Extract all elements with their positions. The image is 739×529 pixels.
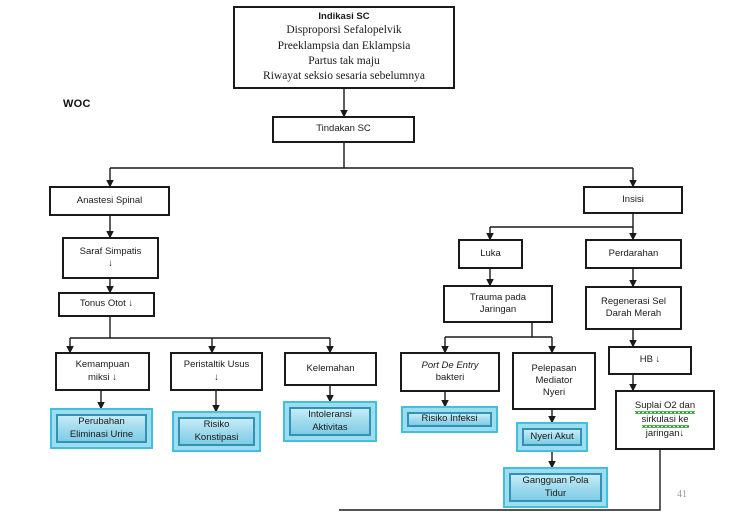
node-inner-frame: Gangguan Pola Tidur: [509, 473, 602, 502]
regenerasi-line-0: Regenerasi Sel: [601, 295, 666, 307]
node-intoleransi-aktivitas[interactable]: Intoleransi Aktivitas: [283, 401, 377, 442]
node-pelepasan-mediator-nyeri[interactable]: Pelepasan Mediator Nyeri: [512, 352, 596, 410]
node-trauma-pada-jaringan[interactable]: Trauma pada Jaringan: [443, 285, 553, 323]
konstipasi-line-1: Konstipasi: [194, 431, 239, 443]
indikasi-line-1: Disproporsi Sefalopelvik: [286, 24, 402, 37]
infeksi-line-0: Risiko Infeksi: [421, 413, 478, 425]
port-line-0: Port De Entry: [421, 359, 479, 371]
node-inner-frame: Risiko Konstipasi: [178, 417, 255, 446]
kemampuan-line-0: Kemampuan: [75, 359, 130, 371]
kemampuan-line-1: miksi ↓: [87, 371, 118, 383]
node-suplai-o2[interactable]: Suplai O2 dan sirkulasi ke jaringan↓: [615, 390, 715, 450]
pelepasan-line-0: Pelepasan: [531, 362, 577, 374]
indikasi-line-3: Partus tak maju: [308, 54, 380, 67]
indikasi-line-4: Riwayat seksio sesaria sebelumnya: [263, 70, 425, 83]
node-perubahan-eliminasi-urine[interactable]: Perubahan Eliminasi Urine: [50, 408, 153, 449]
luka-line-0: Luka: [480, 247, 501, 259]
trauma-line-0: Trauma pada: [469, 291, 527, 303]
anastesi-line-0: Anastesi Spinal: [76, 194, 143, 206]
konstipasi-line-0: Risiko: [203, 419, 230, 431]
intoleransi-line-0: Intoleransi: [308, 409, 352, 421]
node-peristaltik-usus[interactable]: Peristaltik Usus ↓: [170, 352, 263, 391]
node-luka[interactable]: Luka: [458, 239, 523, 269]
node-hb[interactable]: HB ↓: [608, 346, 692, 375]
node-inner-frame: Intoleransi Aktivitas: [289, 407, 371, 436]
node-kelemahan[interactable]: Kelemahan: [284, 352, 377, 386]
node-gangguan-pola-tidur[interactable]: Gangguan Pola Tidur: [503, 467, 608, 508]
pelepasan-line-2: Nyeri: [542, 387, 566, 399]
node-port-de-entry-bakteri[interactable]: Port De Entry bakteri: [400, 352, 500, 392]
indikasi-line-2: Preeklampsia dan Eklampsia: [277, 39, 411, 52]
node-saraf-simpatis[interactable]: Saraf Simpatis ↓: [62, 237, 159, 279]
tonus-line-0: Tonus Otot ↓: [79, 298, 134, 310]
woc-label: WOC: [63, 98, 91, 110]
suplai-line-1: sirkulasi ke: [641, 413, 689, 428]
insisi-line-0: Insisi: [622, 193, 644, 205]
node-perdarahan[interactable]: Perdarahan: [585, 239, 682, 269]
node-tindakan-sc[interactable]: Tindakan SC: [272, 116, 415, 143]
pelepasan-line-1: Mediator: [535, 374, 573, 386]
node-risiko-infeksi[interactable]: Risiko Infeksi: [401, 406, 498, 433]
indikasi-line-0: Indikasi SC: [318, 10, 370, 22]
node-anastesi-spinal[interactable]: Anastesi Spinal: [49, 186, 170, 216]
node-inner-frame: Risiko Infeksi: [407, 412, 492, 427]
intoleransi-line-1: Aktivitas: [312, 421, 348, 433]
suplai-line-0: Suplai O2 dan: [634, 399, 696, 414]
suplai-line-2: jaringan↓: [645, 428, 685, 440]
node-inner-frame: Perubahan Eliminasi Urine: [56, 414, 147, 443]
hb-line-0: HB ↓: [639, 354, 661, 366]
peristaltik-line-1: ↓: [214, 371, 219, 383]
perubahan-line-0: Perubahan: [78, 416, 125, 428]
node-kemampuan-miksi[interactable]: Kemampuan miksi ↓: [55, 352, 150, 391]
saraf-line-0: Saraf Simpatis: [79, 245, 142, 257]
perubahan-line-1: Eliminasi Urine: [69, 428, 134, 440]
node-indikasi-sc[interactable]: Indikasi SC Disproporsi Sefalopelvik Pre…: [233, 6, 455, 89]
saraf-line-1: ↓: [108, 258, 113, 269]
node-risiko-konstipasi[interactable]: Risiko Konstipasi: [172, 411, 261, 452]
nyeri-line-0: Nyeri Akut: [530, 430, 574, 442]
node-tonus-otot[interactable]: Tonus Otot ↓: [58, 292, 155, 317]
kelemahan-line-0: Kelemahan: [306, 362, 355, 374]
page-number: 41: [677, 489, 687, 500]
tindakan-line-0: Tindakan SC: [316, 123, 371, 135]
gangguan-line-1: Tidur: [544, 487, 567, 499]
node-insisi[interactable]: Insisi: [583, 186, 683, 214]
regenerasi-line-1: Darah Merah: [605, 308, 662, 319]
gangguan-line-0: Gangguan Pola: [522, 475, 589, 487]
trauma-line-1: Jaringan: [479, 304, 517, 315]
perdarahan-line-0: Perdarahan: [608, 247, 659, 259]
node-inner-frame: Nyeri Akut: [522, 428, 582, 446]
node-regenerasi-sel-darah-merah[interactable]: Regenerasi Sel Darah Merah: [585, 286, 682, 330]
port-line-1: bakteri: [435, 372, 465, 383]
peristaltik-line-0: Peristaltik Usus: [183, 359, 250, 371]
node-nyeri-akut[interactable]: Nyeri Akut: [516, 422, 588, 452]
